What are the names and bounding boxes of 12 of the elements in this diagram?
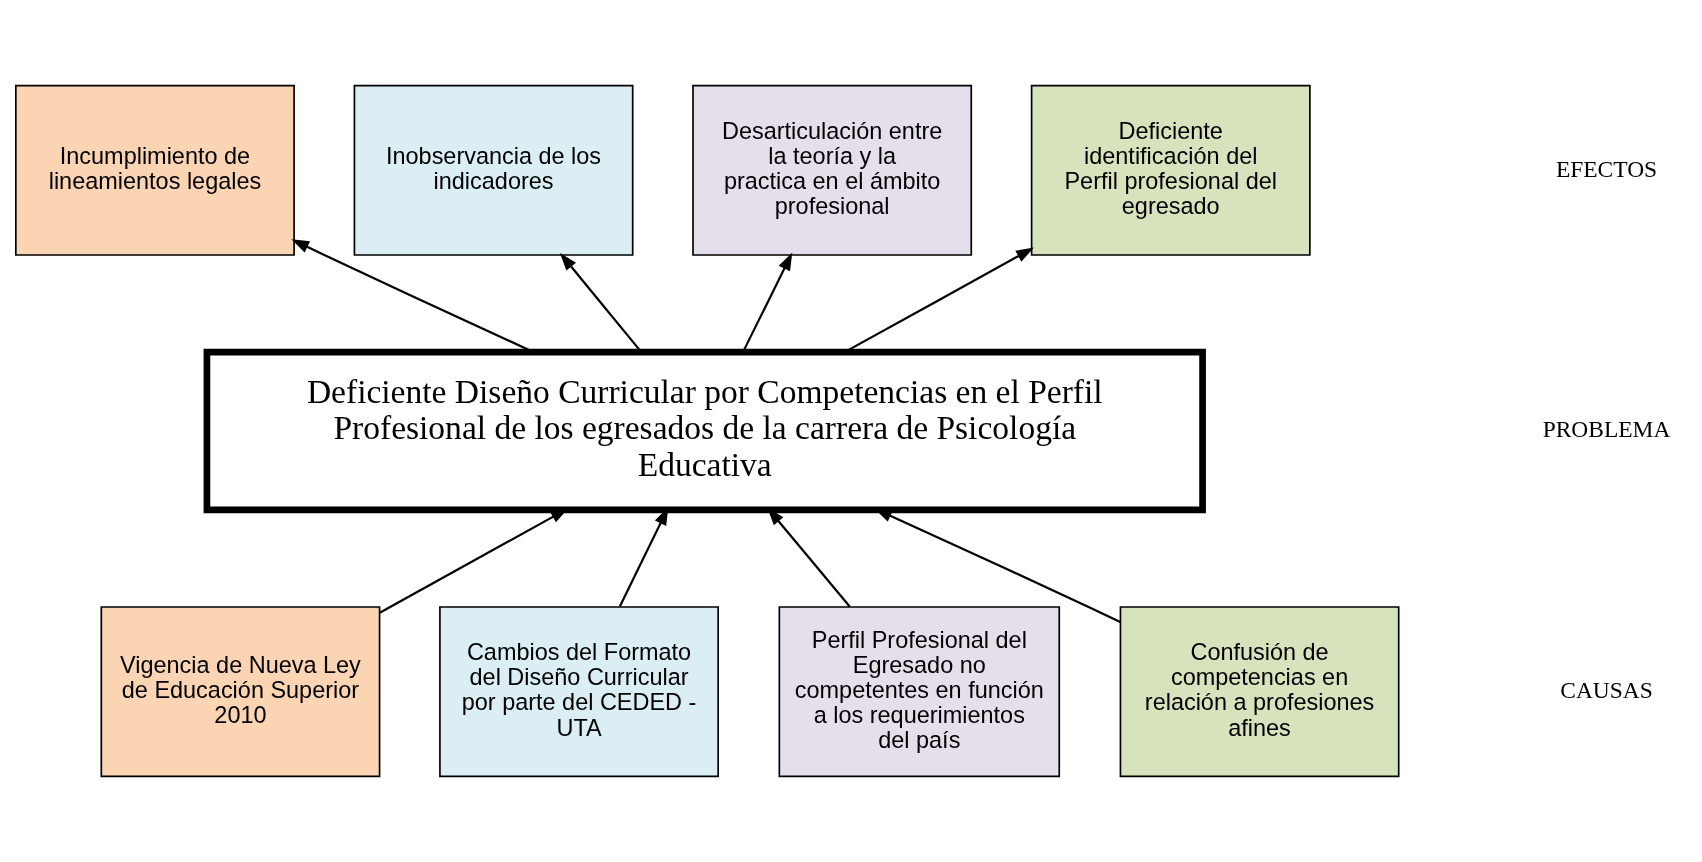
node-box: Vigencia de Nueva Ley de Educación Superior 2010 [100,606,381,778]
node-box: Incumplimiento de lineamientos legales [15,84,295,256]
label: CAUSAS [1560,676,1653,703]
node-box: Deficiente Diseño Curricular por Competencias en el Perfil Profesional de los egresados de la carrera de Psicología Educativa [203,348,1206,514]
node-box: Deficiente identificación del Perfil profesional del egresado [1030,84,1311,256]
node-box: Desarticulación entre la teoría y la practica en el ámbito profesional [692,84,973,256]
node-box: Perfil Profesional del Egresado no competentes en función a los requerimientos del país [778,606,1061,778]
node-box: Inobservancia de los indicadores [353,84,634,256]
label: EFECTOS [1555,155,1658,182]
label: PROBLEMA [1542,416,1671,443]
node-box: Cambios del Formato del Diseño Curricular por parte del CEDED - UTA [439,606,719,778]
node-box: Confusión de competencias en relación a profesiones afines [1119,606,1400,778]
